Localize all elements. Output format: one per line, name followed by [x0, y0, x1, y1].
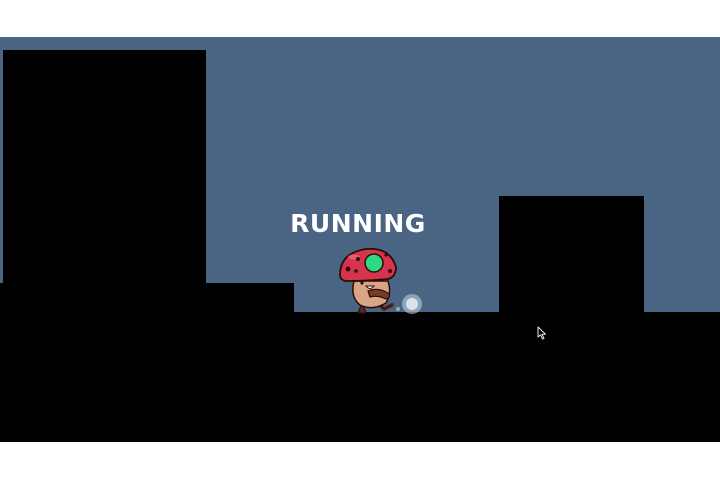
mushroom-player [339, 247, 422, 314]
mushroom-eye [360, 281, 364, 285]
right-block [499, 196, 644, 442]
mouse-pointer-icon [537, 326, 546, 340]
dust-puff [396, 294, 422, 314]
cap-spot [356, 257, 360, 261]
cap-spot [345, 266, 351, 272]
mushroom-arm [367, 288, 391, 300]
cap-spot [354, 269, 358, 273]
mushroom-mouth [364, 285, 376, 289]
cap-spot [384, 253, 388, 257]
player-state-label: RUNNING [290, 209, 426, 238]
game-viewport[interactable]: RUNNING [0, 37, 720, 442]
cap-big-spot [364, 253, 384, 273]
cap-spot [388, 269, 392, 273]
